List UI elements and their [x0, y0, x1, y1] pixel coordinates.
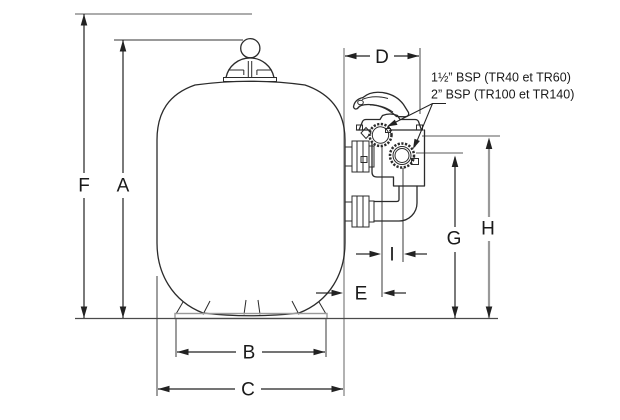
dimension-E — [316, 289, 406, 297]
dim-label-a: A — [117, 176, 130, 197]
dimension-lines — [80, 14, 493, 393]
front-valve-port — [388, 142, 416, 169]
tank-lid-dome — [223, 37, 277, 82]
dim-label-f: F — [78, 176, 90, 197]
dim-label-h: H — [481, 219, 495, 240]
multiport-valve — [352, 91, 426, 222]
port-size-line-2: 2” BSP (TR100 et TR140) — [431, 88, 574, 102]
upper-union-fitting — [344, 140, 375, 173]
dimension-D — [345, 52, 419, 60]
dim-label-c: C — [241, 380, 255, 401]
dimension-H — [485, 137, 493, 318]
sight-glass-diamond — [360, 126, 372, 140]
dimension-C — [158, 385, 343, 393]
dim-label-i: I — [389, 245, 394, 266]
lid-knob-ball — [240, 37, 261, 59]
port-size-line-1: 1½” BSP (TR40 et TR60) — [431, 71, 571, 85]
dimension-A — [119, 40, 127, 318]
dim-label-b: B — [243, 343, 256, 364]
lower-union-fitting — [344, 195, 375, 228]
dim-label-e: E — [355, 284, 368, 305]
dimension-B — [177, 348, 325, 356]
dim-label-g: G — [447, 229, 462, 250]
tank-stand-legs — [175, 299, 327, 315]
return-elbow-pipe — [373, 185, 418, 222]
port-size-annotation: 1½” BSP (TR40 et TR60) 2” BSP (TR100 et … — [431, 71, 574, 102]
valve-handle — [352, 91, 410, 118]
filter-tank-body — [156, 80, 346, 320]
dimension-F — [80, 14, 88, 318]
dimension-letters: F A D B C E G H I — [78, 47, 495, 401]
annotation-leader-lines — [387, 102, 446, 149]
dim-label-d: D — [375, 47, 389, 68]
dimension-I — [356, 250, 427, 258]
dimension-G — [451, 155, 459, 318]
extension-lines — [75, 13, 500, 396]
